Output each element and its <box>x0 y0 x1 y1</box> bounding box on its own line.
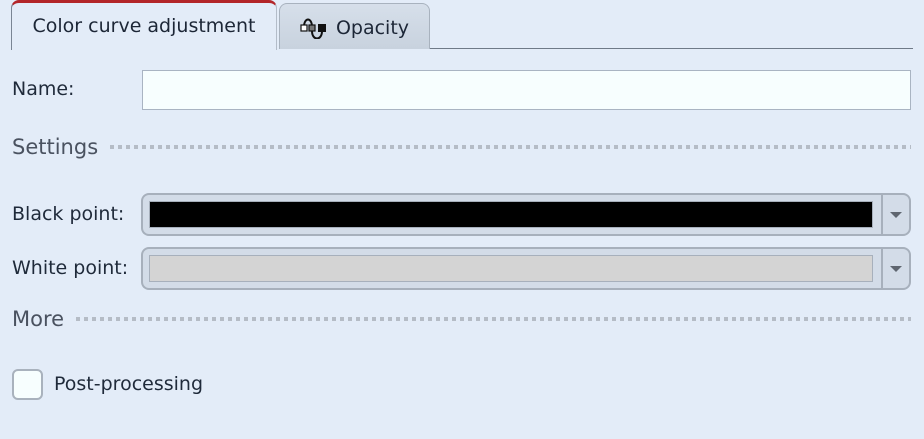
tab-strip: Color curve adjustment Opacity <box>0 0 924 50</box>
name-input[interactable] <box>142 70 911 110</box>
black-point-dropdown-button[interactable] <box>881 193 911 236</box>
chevron-down-icon <box>890 265 902 272</box>
black-point-label: Black point: <box>12 203 125 225</box>
name-label: Name: <box>12 78 75 100</box>
tab-label: Color curve adjustment <box>32 14 256 37</box>
white-point-swatch-area[interactable] <box>141 247 881 290</box>
black-point-swatch <box>149 201 873 228</box>
section-divider <box>76 317 911 321</box>
tab-opacity[interactable]: Opacity <box>279 3 430 49</box>
tab-baseline <box>279 48 913 49</box>
curve-keyframe-icon <box>300 17 330 39</box>
white-point-dropdown-button[interactable] <box>881 247 911 290</box>
white-point-label: White point: <box>12 257 129 279</box>
post-processing-label[interactable]: Post-processing <box>54 373 204 395</box>
black-point-swatch-area[interactable] <box>141 193 881 236</box>
tab-color-curve-adjustment[interactable]: Color curve adjustment <box>11 0 277 50</box>
white-point-color-picker[interactable] <box>141 247 911 290</box>
black-point-color-picker[interactable] <box>141 193 911 236</box>
white-point-swatch <box>149 255 873 282</box>
tab-label: Opacity <box>335 16 410 39</box>
more-title: More <box>12 307 65 331</box>
post-processing-checkbox[interactable] <box>12 369 43 400</box>
more-section-header: More <box>12 307 911 331</box>
chevron-down-icon <box>890 211 902 218</box>
settings-title: Settings <box>12 135 99 159</box>
settings-section-header: Settings <box>12 135 911 159</box>
section-divider <box>110 145 911 149</box>
